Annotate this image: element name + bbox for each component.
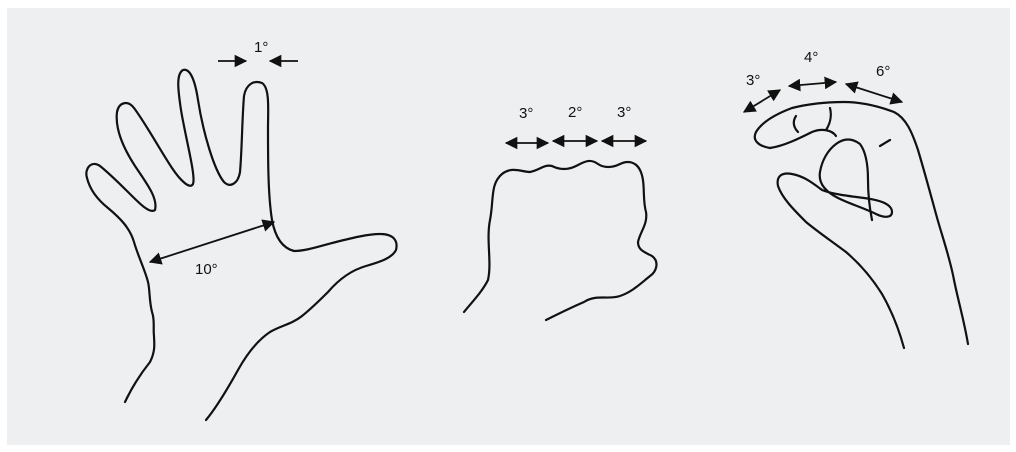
- thumb-span-label: 10°: [195, 261, 218, 278]
- thumb-span-arrow: [150, 222, 274, 262]
- pinch-hand-outline: [778, 140, 904, 349]
- pinch-span-label-1: 3°: [746, 72, 760, 89]
- pinch-span-label-2: 4°: [804, 49, 818, 66]
- pinch-nail-line-1: [794, 116, 798, 132]
- fist-figure: 3° 2° 3°: [464, 104, 656, 320]
- pinch-span-arrow-2: [789, 82, 836, 86]
- open-hand-outline: [86, 70, 396, 420]
- pinch-span-arrow-1: [744, 90, 780, 112]
- pinch-knuckle-crease: [880, 140, 890, 146]
- pinch-nail-line-2: [826, 108, 831, 130]
- pinch-index-finger-outline: [755, 102, 968, 344]
- finger-gap-label: 1°: [254, 39, 268, 56]
- knuckle-label-3: 3°: [617, 104, 631, 121]
- fist-outline: [464, 161, 656, 320]
- open-hand-figure: 1° 10°: [86, 39, 396, 420]
- pinch-span-label-3: 6°: [876, 63, 890, 80]
- pinch-span-arrow-3: [846, 84, 902, 102]
- pinch-hand-figure: 3° 4° 6°: [744, 49, 968, 348]
- knuckle-label-1: 3°: [519, 105, 533, 122]
- pinch-fingertip-contact: [770, 130, 836, 148]
- knuckle-label-2: 2°: [568, 104, 582, 121]
